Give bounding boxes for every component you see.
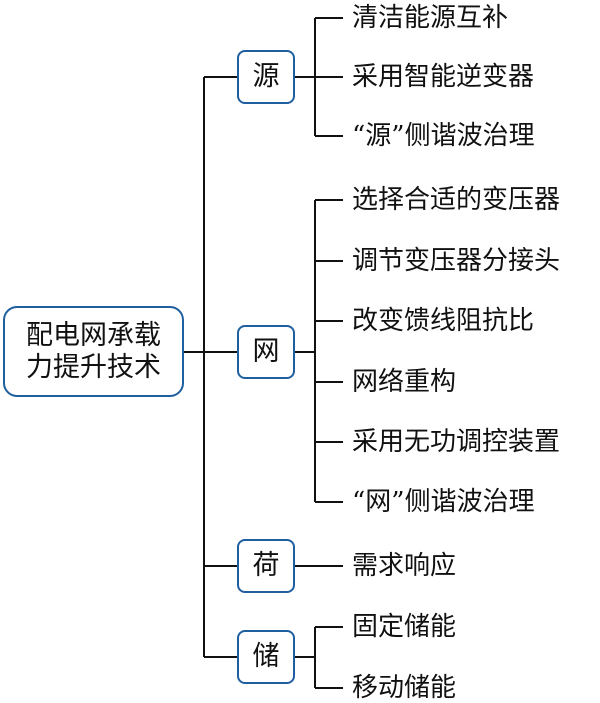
leaf-item: 网络重构 bbox=[352, 367, 457, 397]
leaf-item: 采用无功调控装置 bbox=[352, 427, 561, 457]
root-label-line2: 力提升技术 bbox=[26, 351, 161, 383]
leaf-item: 移动储能 bbox=[352, 673, 457, 703]
category-label: 网 bbox=[252, 336, 280, 368]
category-box-grid: 网 bbox=[237, 325, 295, 379]
leaf-item: 调节变压器分接头 bbox=[352, 246, 561, 276]
leaf-item: “源”侧谐波治理 bbox=[352, 121, 535, 151]
leaf-item: 清洁能源互补 bbox=[352, 3, 509, 33]
category-label: 储 bbox=[252, 641, 280, 673]
leaf-item: 需求响应 bbox=[352, 551, 457, 581]
root-node: 配电网承载 力提升技术 bbox=[3, 306, 184, 397]
category-label: 荷 bbox=[252, 550, 280, 582]
leaf-item: 固定储能 bbox=[352, 612, 457, 642]
category-box-load: 荷 bbox=[237, 539, 295, 593]
leaf-item: 采用智能逆变器 bbox=[352, 62, 535, 92]
category-box-storage: 储 bbox=[237, 630, 295, 684]
leaf-item: 改变馈线阻抗比 bbox=[352, 306, 535, 336]
category-label: 源 bbox=[252, 61, 280, 93]
root-label-line1: 配电网承载 bbox=[26, 320, 161, 352]
leaf-item: 选择合适的变压器 bbox=[352, 185, 561, 215]
leaf-item: “网”侧谐波治理 bbox=[352, 487, 535, 517]
category-box-source: 源 bbox=[237, 50, 295, 104]
